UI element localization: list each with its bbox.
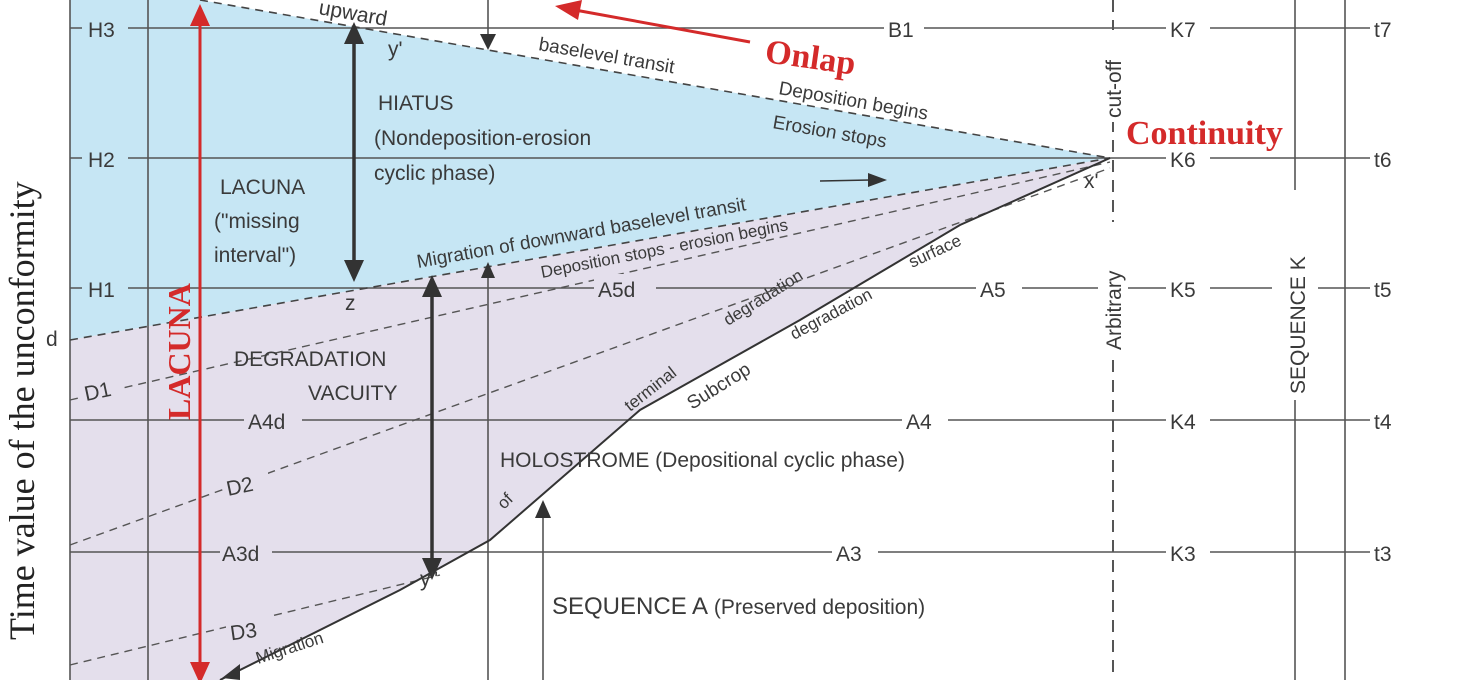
- lacuna-line2: ("missing: [214, 210, 300, 233]
- sequence-a-sub: (Preserved deposition): [708, 596, 925, 619]
- a4d-label: A4d: [248, 411, 285, 434]
- t6-label: t6: [1374, 149, 1392, 172]
- x-prime-label: x': [1084, 170, 1099, 193]
- k4-label: K4: [1170, 411, 1196, 434]
- onlap-red-arrow: [574, 8, 751, 44]
- a3d-label: A3d: [222, 543, 259, 566]
- y-double-prime-label: y": [420, 568, 438, 591]
- continuity-annotation: Continuity: [1126, 115, 1283, 152]
- subcrop-surface-line: [219, 157, 1111, 680]
- arbitrary-label: Arbitrary: [1103, 270, 1126, 350]
- k6-label: K6: [1170, 149, 1196, 172]
- degradation-label: DEGRADATION: [234, 348, 386, 371]
- hiatus-title: HIATUS: [378, 92, 453, 115]
- k7-label: K7: [1170, 19, 1196, 42]
- a3-label: A3: [836, 543, 862, 566]
- lacuna-line1: LACUNA: [220, 176, 305, 199]
- k3-label: K3: [1170, 543, 1196, 566]
- a5-label: A5: [980, 279, 1006, 302]
- d3-label: D3: [229, 619, 259, 646]
- sequence-a-label: SEQUENCE A (Preserved deposition): [552, 593, 925, 620]
- downward-baselevel-line: [69, 157, 1111, 341]
- sequence-k-label: SEQUENCE K: [1287, 256, 1310, 394]
- h1-label: H1: [88, 279, 115, 302]
- hiatus-sub1: (Nondeposition-erosion: [374, 127, 591, 150]
- holostrome-label: HOLOSTROME (Depositional cyclic phase): [500, 449, 905, 472]
- d2-label: D2: [224, 473, 255, 501]
- b1-label: B1: [888, 19, 914, 42]
- t7-label: t7: [1374, 19, 1392, 42]
- lacuna-line3: interval"): [214, 244, 296, 267]
- a5d-label: A5d: [598, 279, 635, 302]
- hiatus-sub2: cyclic phase): [374, 162, 495, 185]
- sequence-a-main: SEQUENCE A: [552, 593, 708, 620]
- cutoff-label: cut-off: [1103, 60, 1126, 118]
- h3-label: H3: [88, 19, 115, 42]
- hiatus-region: [70, 0, 1110, 340]
- z-label: z: [345, 292, 356, 315]
- onlap-annotation: Onlap: [763, 33, 858, 82]
- vacuity-label: VACUITY: [308, 382, 397, 405]
- h2-label: H2: [88, 149, 115, 172]
- t3-label: t3: [1374, 543, 1392, 566]
- t5-label: t5: [1374, 279, 1392, 302]
- d1-line: [69, 161, 1111, 401]
- y-prime-label: y': [388, 38, 403, 61]
- d-label: d: [46, 328, 58, 351]
- a4-label: A4: [906, 411, 932, 434]
- side-axis-label: Time value of the unconformity: [2, 181, 42, 640]
- lacuna-red-label: LACUNA: [161, 283, 197, 420]
- d3-line: [69, 574, 441, 666]
- t4-label: t4: [1374, 411, 1392, 434]
- k5-label: K5: [1170, 279, 1196, 302]
- d1-label: D1: [82, 378, 113, 406]
